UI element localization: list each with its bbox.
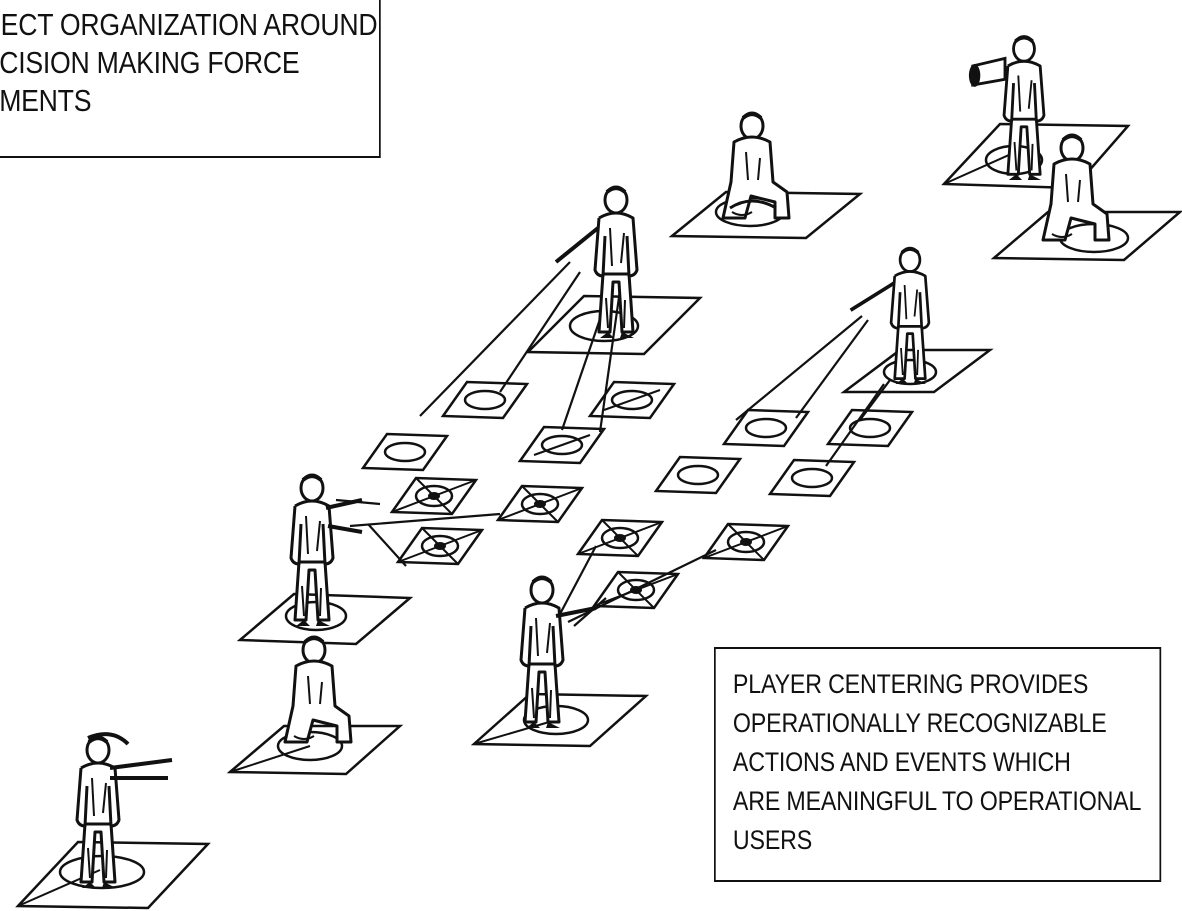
callout-bottom-line-4: ARE MEANINGFUL TO OPERATIONAL bbox=[732, 786, 1142, 816]
callout-top-line-1: RECT ORGANIZATION AROUND bbox=[0, 7, 378, 42]
tile-target-3 bbox=[396, 526, 484, 566]
tile-ring-2 bbox=[361, 432, 449, 472]
callout-bottom-line-5: USERS bbox=[732, 825, 813, 855]
tile-target-4 bbox=[576, 518, 664, 558]
figure-soldier-center bbox=[519, 575, 597, 730]
callout-bottom-line-1: PLAYER CENTERING PROVIDES bbox=[732, 669, 1089, 699]
floor-tiles bbox=[361, 380, 914, 610]
tile-target-5 bbox=[702, 522, 790, 562]
tile-ring-5 bbox=[654, 455, 742, 495]
callout-bottom-line-3: ACTIONS AND EVENTS WHICH bbox=[732, 747, 1071, 777]
tile-ring-6 bbox=[768, 458, 856, 498]
tile-ring-3 bbox=[722, 408, 810, 448]
tile-slash-2 bbox=[518, 425, 606, 465]
tile-ring-1 bbox=[441, 380, 529, 420]
callout-top-line-2: ECISION MAKING FORCE bbox=[0, 45, 300, 80]
callout-player-centering: PLAYER CENTERING PROVIDES OPERATIONALLY … bbox=[714, 647, 1162, 882]
figure-soldier-bottom-left bbox=[75, 732, 173, 890]
tile-target-2 bbox=[496, 484, 584, 524]
platform-kneeling-mid-left bbox=[226, 724, 404, 776]
figure-leader-with-control-lines-left bbox=[554, 185, 639, 340]
figure-soldier-mid-left bbox=[289, 473, 363, 628]
figure-megaphone-soldier bbox=[968, 34, 1046, 182]
tile-ring-4 bbox=[826, 408, 914, 448]
figure-leader-with-control-lines-right bbox=[849, 246, 931, 386]
tile-target-1 bbox=[390, 476, 478, 516]
callout-bottom-line-2: OPERATIONALLY RECOGNIZABLE bbox=[732, 708, 1107, 738]
figure-seated-soldier-top bbox=[721, 111, 791, 220]
callout-organization: RECT ORGANIZATION AROUND ECISION MAKING … bbox=[0, 0, 381, 158]
